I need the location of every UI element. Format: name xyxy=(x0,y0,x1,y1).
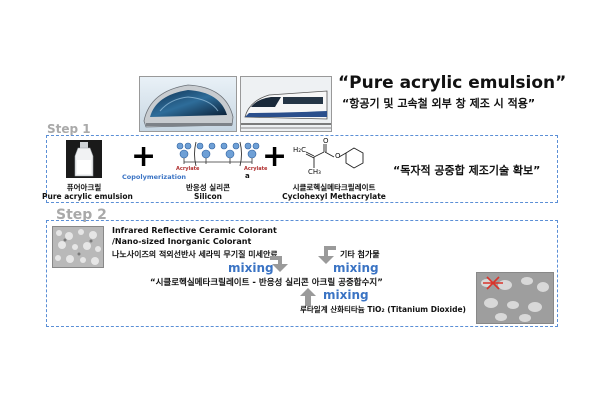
item-chma-ko: 시클로헥실메타크릴레이트 xyxy=(292,183,376,192)
tio2-label: 루타일계 산화티타늄 TiO₂ (Titanium Dioxide) xyxy=(300,305,466,314)
colorant-ko: 나노사이즈의 적외선반사 세라믹 무기질 미세안료 xyxy=(112,250,278,259)
aircraft-window-photo xyxy=(139,76,237,132)
high-speed-train-photo xyxy=(240,76,332,132)
header-title: “Pure acrylic emulsion” xyxy=(338,73,567,93)
chem-o-mid: O xyxy=(335,152,341,160)
item-silicone-en: Silicon xyxy=(193,192,223,201)
mixing-label-right: mixing xyxy=(333,261,379,275)
step2-label: Step 2 xyxy=(56,207,107,223)
item-chma-en: Cyclohexyl Methacrylate xyxy=(282,192,386,201)
item-pure-acrylic-en: Pure acrylic emulsion xyxy=(42,192,133,201)
acrylate-right-label: Acrylate xyxy=(244,166,268,172)
additive-label: 기타 첨가물 xyxy=(340,250,380,259)
pure-acrylic-bottle-image xyxy=(66,140,102,178)
copolymerization-label: Copolymerization xyxy=(122,173,187,181)
arrow-down-right-icon xyxy=(268,254,294,274)
colorant-powder-image xyxy=(52,226,104,268)
item-silicone-ko: 반응성 실리콘 xyxy=(185,183,230,192)
mixing-label-bottom: mixing xyxy=(323,288,369,302)
step2-box xyxy=(46,220,558,327)
tio2-particles-image xyxy=(476,272,554,324)
chem-ch3: CH₃ xyxy=(308,168,321,176)
acrylate-left-label: Acrylate xyxy=(176,166,200,172)
silicone-structure-diagram xyxy=(170,140,266,174)
result-resin: “시클로헥실메타크릴레이트 - 반응성 실리콘 아크릴 공중합수지” xyxy=(150,278,383,288)
plus-icon: + xyxy=(131,139,157,174)
subscript-a: a xyxy=(245,172,250,180)
chem-o-top: O xyxy=(323,137,329,145)
step1-label: Step 1 xyxy=(47,122,91,136)
colorant-en-line2: /Nano-sized Inorganic Colorant xyxy=(112,237,252,246)
arrow-up-icon xyxy=(298,286,318,308)
step1-box xyxy=(46,135,558,203)
chem-h2c: H₂C xyxy=(293,146,306,154)
arrow-down-left-icon xyxy=(312,244,338,266)
step1-note: “독자적 공중합 제조기술 확보” xyxy=(393,164,541,177)
mixing-label-left: mixing xyxy=(228,261,274,275)
header-subtitle: “항공기 및 고속철 외부 창 제조 시 적용” xyxy=(342,97,536,110)
item-pure-acrylic-ko: 퓨어아크릴 xyxy=(66,183,102,192)
cyclohexyl-methacrylate-structure xyxy=(292,138,376,178)
colorant-en-line1: Infrared Reflective Ceramic Colorant xyxy=(112,226,277,235)
plus-icon: + xyxy=(262,139,288,174)
